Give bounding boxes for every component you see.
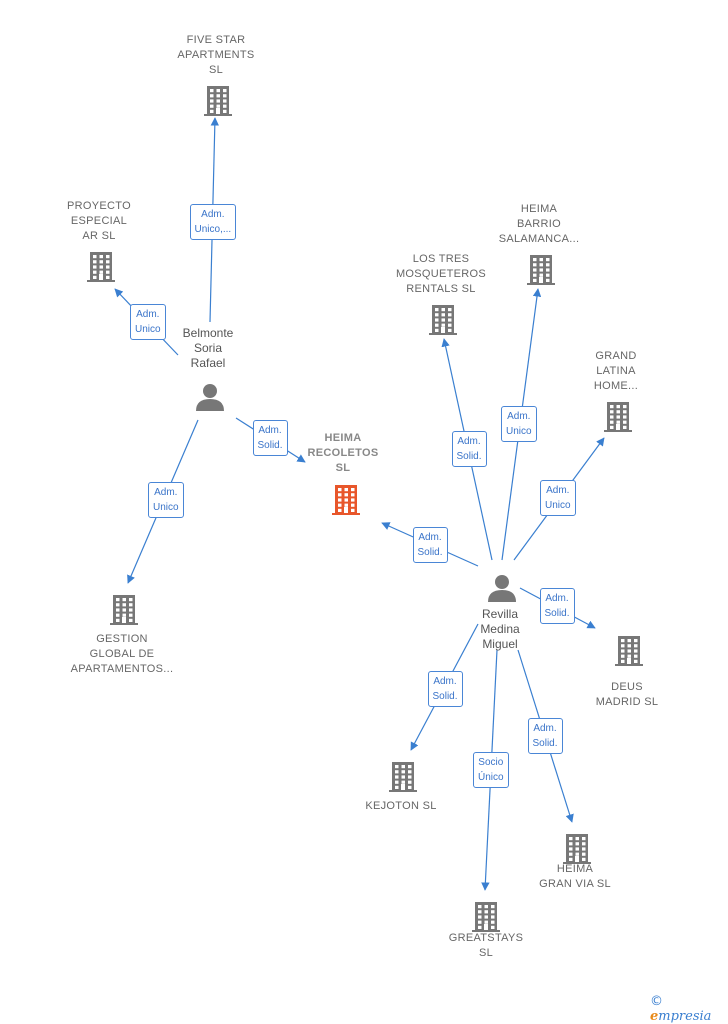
company-label-gestion[interactable]: GESTION GLOBAL DE APARTAMENTOS...: [70, 632, 174, 675]
company-label-greatstays[interactable]: GREATSTAYS SL: [448, 932, 524, 959]
edge-label-revilla-deus[interactable]: Adm. Solid.: [539, 588, 575, 624]
building-icon[interactable]: [429, 305, 457, 335]
edge-label-belmonte-main[interactable]: Adm. Solid.: [252, 420, 288, 456]
edge-label-revilla-heima_granvia[interactable]: Adm. Solid.: [527, 718, 563, 754]
company-label-heima_granvia[interactable]: HEIMA GRAN VIA SL: [539, 863, 611, 890]
company-label-five_star[interactable]: FIVE STAR APARTMENTS SL: [177, 33, 255, 76]
company-label-heima_barrio[interactable]: HEIMA BARRIO SALAMANCA...: [498, 202, 580, 245]
edge-label-revilla-kejoton[interactable]: Adm. Solid.: [427, 671, 463, 707]
building-icon[interactable]: [527, 255, 555, 285]
company-label-los_tres[interactable]: LOS TRES MOSQUETEROS RENTALS SL: [395, 252, 487, 295]
building-icon[interactable]: [110, 595, 138, 625]
building-icon[interactable]: [604, 402, 632, 432]
person-icon[interactable]: [196, 384, 224, 411]
building-icon[interactable]: [563, 834, 591, 864]
building-icon[interactable]: [389, 762, 417, 792]
building-icon[interactable]: [87, 252, 115, 282]
edge-label-belmonte-five_star[interactable]: Adm. Unico,...: [189, 204, 237, 240]
edge-label-revilla-greatstays[interactable]: Socio Único: [473, 752, 509, 788]
person-label-revilla[interactable]: Revilla Medina Miguel: [480, 606, 520, 651]
company-label-proyecto[interactable]: PROYECTO ESPECIAL AR SL: [67, 199, 131, 242]
person-label-belmonte[interactable]: Belmonte Soria Rafael: [182, 325, 234, 370]
icons-layer: [87, 86, 643, 932]
edge-label-revilla-main[interactable]: Adm. Solid.: [412, 527, 448, 563]
brand-name: mpresia: [658, 1009, 712, 1024]
edge-label-belmonte-proyecto[interactable]: Adm. Unico: [130, 304, 166, 340]
person-icon[interactable]: [488, 575, 516, 602]
building-icon[interactable]: [332, 485, 360, 515]
edge-label-revilla-grand_latina[interactable]: Adm. Unico: [540, 480, 576, 516]
edge-label-belmonte-gestion[interactable]: Adm. Unico: [148, 482, 184, 518]
company-label-main[interactable]: HEIMA RECOLETOS SL: [307, 431, 379, 474]
empresia-brand[interactable]: © empresia: [650, 994, 728, 1024]
edge-label-revilla-heima_barrio[interactable]: Adm. Unico: [501, 406, 537, 442]
building-icon[interactable]: [472, 902, 500, 932]
company-label-deus[interactable]: DEUS MADRID SL: [595, 681, 659, 708]
edge-label-revilla-los_tres[interactable]: Adm. Solid.: [451, 431, 487, 467]
copyright-icon: ©: [650, 994, 663, 1009]
building-icon[interactable]: [204, 86, 232, 116]
company-label-kejoton[interactable]: KEJOTON SL: [365, 799, 437, 812]
company-label-grand_latina[interactable]: GRAND LATINA HOME...: [593, 349, 639, 392]
building-icon[interactable]: [615, 636, 643, 666]
